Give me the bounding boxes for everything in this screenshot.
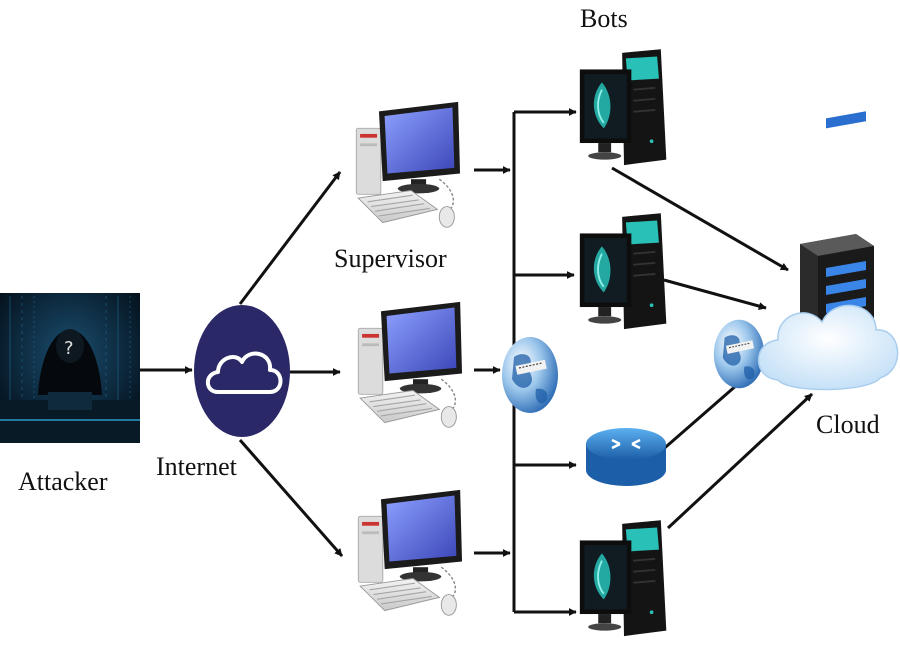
globe-icon <box>501 336 559 414</box>
bot-server-3 <box>578 519 668 638</box>
supervisor-computer-3 <box>357 489 463 617</box>
desktop-computer-icon <box>357 489 463 617</box>
internet-label: Internet <box>156 452 237 481</box>
supervisor-label: Supervisor <box>334 244 447 273</box>
cloud-globe-node <box>713 319 765 389</box>
edge-bot-3-cloud <box>666 392 814 530</box>
supervisor-computer-1 <box>355 101 461 229</box>
relay-globe-node <box>501 336 559 414</box>
internet-node <box>194 305 290 437</box>
svg-text:?: ? <box>64 338 74 359</box>
bots-label: Bots <box>580 4 628 33</box>
router-node <box>586 428 666 486</box>
server-tower-icon <box>578 48 668 167</box>
edge-bot-2-cloud <box>663 278 767 310</box>
attacker-label: Attacker <box>18 467 108 496</box>
bot-server-1 <box>578 48 668 167</box>
edge-internet-supervisor-1 <box>238 171 342 305</box>
globe-icon <box>713 319 765 389</box>
desktop-computer-icon <box>357 301 463 429</box>
cloud-server-icon <box>757 111 899 391</box>
internet-cloud-icon <box>205 351 283 394</box>
edge-internet-supervisor-3 <box>238 439 344 557</box>
cloud-server-node <box>757 111 899 391</box>
cloud-label: Cloud <box>816 410 880 439</box>
router-icon <box>586 428 666 486</box>
attacker-node: ? <box>0 293 140 443</box>
hacker-icon: ? <box>0 293 140 443</box>
server-tower-icon <box>578 212 668 331</box>
desktop-computer-icon <box>355 101 461 229</box>
edge-bot-1-cloud <box>611 166 789 272</box>
bot-server-2 <box>578 212 668 331</box>
supervisor-computer-2 <box>357 301 463 429</box>
server-tower-icon <box>578 519 668 638</box>
